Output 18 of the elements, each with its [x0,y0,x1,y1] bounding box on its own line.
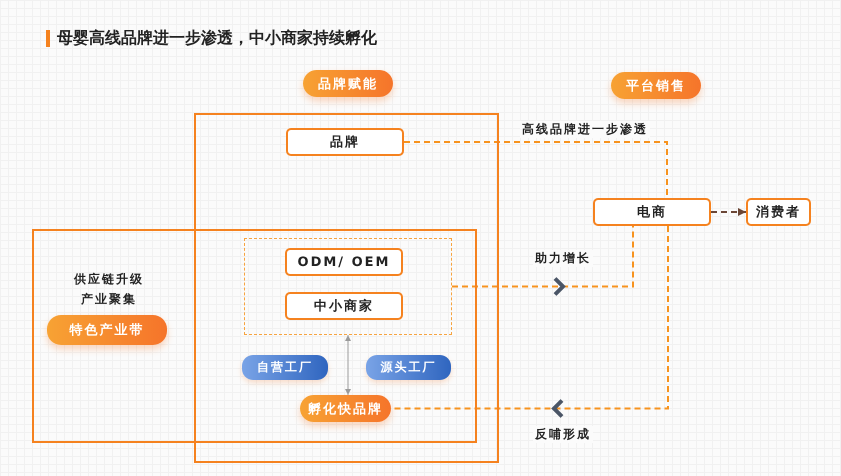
process-box: ODM/ OEM [285,248,403,276]
node-label: 供应链升级产业聚集 [72,271,145,308]
factory-pill: 源头工厂 [366,355,451,380]
process-box: 品牌 [286,128,404,156]
factory-pill: 自营工厂 [242,355,328,380]
edge-label: 高线品牌进一步渗透 [520,121,650,138]
highlight-pill: 特色产业带 [47,315,167,345]
process-box: 电商 [593,198,711,226]
highlight-pill: 孵化快品牌 [300,395,391,422]
process-box: 中小商家 [285,292,403,320]
process-box: 消费者 [746,198,811,226]
edge-label: 助力增长 [533,250,593,267]
edge-label: 反哺形成 [533,426,593,443]
dashed-group-box [244,238,452,335]
title: 母婴高线品牌进一步渗透，中小商家持续孵化 [57,28,377,49]
section-pill: 平台销售 [611,72,701,99]
brand-frame [194,113,499,463]
section-pill: 品牌赋能 [303,70,393,97]
